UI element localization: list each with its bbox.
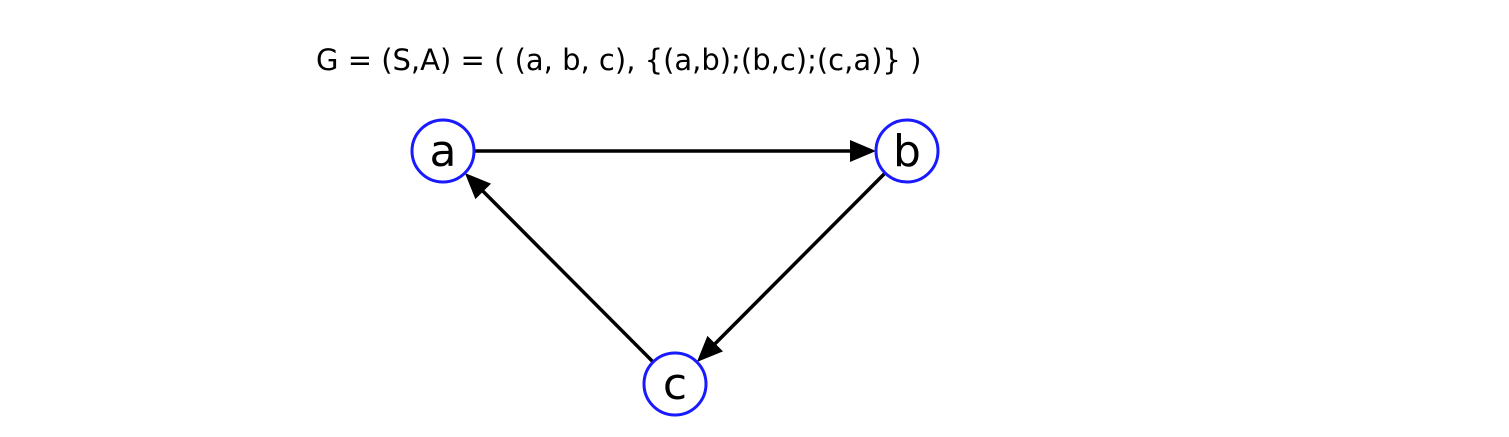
node-b: b <box>874 118 940 184</box>
graph-formula: G = (S,A) = ( (a, b, c), {(a,b);(b,c);(c… <box>316 43 921 77</box>
node-a: a <box>410 118 476 184</box>
node-label: c <box>663 359 687 410</box>
arrowhead-icon <box>850 140 876 162</box>
node-circle <box>642 351 708 417</box>
node-c: c <box>642 351 708 417</box>
node-circle <box>874 118 940 184</box>
arrowhead-icon <box>696 335 724 363</box>
nodes-layer: a b c <box>410 118 940 417</box>
node-label: a <box>430 126 457 177</box>
edge-line <box>480 188 655 364</box>
edge-b-c <box>696 171 887 363</box>
node-circle <box>410 118 476 184</box>
edge-a-b <box>474 140 876 162</box>
arrowhead-icon <box>464 172 492 200</box>
edge-line <box>712 171 887 347</box>
edge-c-a <box>464 172 655 364</box>
edges-layer <box>464 140 887 364</box>
node-label: b <box>893 126 921 177</box>
